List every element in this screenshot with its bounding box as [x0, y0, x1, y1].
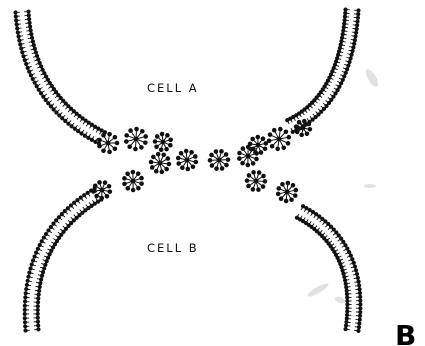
micelle [122, 170, 144, 193]
micelle [124, 127, 148, 152]
micelle [267, 127, 291, 151]
membrane-cell-b-right [295, 204, 363, 333]
micelle [92, 180, 112, 200]
micelle [245, 170, 268, 192]
micelle [276, 181, 298, 204]
cell-b-label: CELL B [147, 241, 199, 255]
junction-micelles [92, 119, 312, 203]
panel-letter: B [395, 319, 416, 346]
micelle [208, 149, 231, 171]
micelle [237, 145, 259, 168]
cell-a-label: CELL A [147, 81, 199, 95]
membrane-cell-b-left [23, 186, 104, 332]
membrane-cell-a-left [13, 9, 107, 145]
micelle [149, 152, 171, 174]
membrane-cell-a-right [285, 7, 360, 134]
micelle [153, 132, 173, 152]
micelle [176, 149, 198, 172]
